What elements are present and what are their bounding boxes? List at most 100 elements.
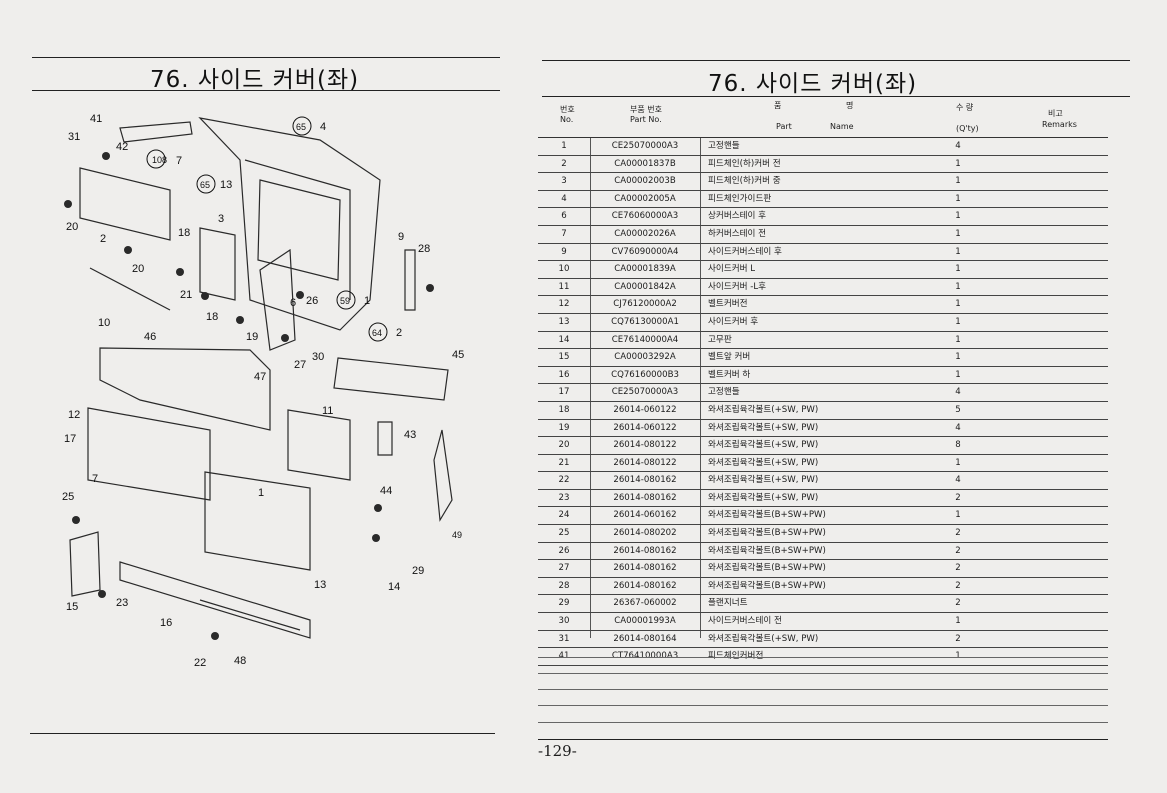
row-quantity: 1 xyxy=(955,299,961,310)
row-part-name: 사이드커버 -L후 xyxy=(708,281,767,292)
row-quantity: 1 xyxy=(955,352,961,363)
header-no-ko: 번호 xyxy=(560,105,575,114)
part-10-cover xyxy=(99,347,271,431)
part-6-stay xyxy=(259,248,296,351)
part-49-plate xyxy=(433,429,453,522)
nut-29 xyxy=(372,534,380,542)
frame-inner-line xyxy=(244,159,351,300)
row-number: 22 xyxy=(558,475,570,486)
bolt-18 xyxy=(201,292,209,300)
part-11-cover xyxy=(287,409,351,481)
diagram-svg: 41 31 42 108 7 65 4 65 13 20 2 3 18 20 9… xyxy=(62,113,464,669)
row-number: 12 xyxy=(558,299,570,310)
callout-30: 30 xyxy=(312,351,324,363)
callout-46: 46 xyxy=(144,331,156,343)
row-part-number: 26014-080162 xyxy=(613,475,677,486)
row-part-name: 사이드커버 L xyxy=(708,264,756,275)
footer-rule-left xyxy=(30,733,495,734)
row-number: 2 xyxy=(561,158,567,169)
row-part-name: 와셔조립육각볼트(B+SW+PW) xyxy=(708,563,826,574)
page-number: -129- xyxy=(538,742,577,760)
row-number: 3 xyxy=(561,176,567,187)
callout-3: 3 xyxy=(218,213,224,225)
row-quantity: 4 xyxy=(955,387,961,398)
bolt-25 xyxy=(72,516,80,524)
callout-15: 15 xyxy=(66,601,78,613)
row-part-name: 와셔조립육각볼트(+SW, PW) xyxy=(708,404,819,415)
blank-row-line xyxy=(538,705,1108,706)
blank-row-line xyxy=(538,657,1108,658)
title-rule-top xyxy=(542,60,1130,61)
row-quantity: 2 xyxy=(955,545,961,556)
row-quantity: 1 xyxy=(955,369,961,380)
callout-18a: 18 xyxy=(178,227,190,239)
bolt-19 xyxy=(236,316,244,324)
row-number: 15 xyxy=(558,352,570,363)
header-rem-ko: 비고 xyxy=(1048,109,1063,118)
callout-4: 4 xyxy=(320,121,326,133)
row-quantity: 1 xyxy=(955,457,961,468)
row-part-name: 상커버스테이 후 xyxy=(708,211,767,222)
callout-45: 45 xyxy=(452,349,464,361)
row-quantity: 1 xyxy=(955,510,961,521)
row-number: 28 xyxy=(558,580,570,591)
callout-44: 44 xyxy=(380,485,392,497)
callout-43: 43 xyxy=(404,429,416,441)
row-part-name: 와셔조립육각볼트(+SW, PW) xyxy=(708,457,819,468)
row-part-number: 26014-080202 xyxy=(613,528,677,539)
row-number: 20 xyxy=(558,440,570,451)
row-part-name: 사이드커버스테이 전 xyxy=(708,616,782,627)
row-part-number: CE76060000A3 xyxy=(611,211,679,222)
row-number: 41 xyxy=(538,648,590,665)
left-page: 76. 사이드 커버(좌) xyxy=(0,0,520,793)
title-rule-bottom xyxy=(542,96,1130,97)
circle-65b xyxy=(196,174,216,194)
row-part-name: 와셔조립육각볼트(B+SW+PW) xyxy=(708,580,826,591)
row-quantity: 2 xyxy=(955,563,961,574)
callout-1a: 1 xyxy=(364,295,370,307)
header-qty-en: (Q'ty) xyxy=(956,124,979,133)
row-number: 1 xyxy=(561,141,567,151)
part-2-cover xyxy=(79,167,171,241)
callout-42: 42 xyxy=(116,141,128,153)
row-part-name: 사이드커버 후 xyxy=(708,316,759,327)
row-part-number: 26014-080162 xyxy=(613,545,677,556)
header-no-en: No. xyxy=(560,115,574,124)
callout-64: 64 xyxy=(372,328,382,338)
bolt-27 xyxy=(281,334,289,342)
callout-47: 47 xyxy=(254,371,266,383)
row-part-number: CE25070000A3 xyxy=(611,387,679,398)
callout-25: 25 xyxy=(62,491,74,503)
row-part-name: 피드체인(하)커버 중 xyxy=(708,176,781,187)
row-quantity: 1 xyxy=(955,264,961,275)
blank-row-line xyxy=(538,673,1108,674)
row-number: 14 xyxy=(558,334,570,345)
row-quantity: 1 xyxy=(955,158,961,169)
row-number: 31 xyxy=(558,633,570,644)
row-number: 6 xyxy=(561,211,567,222)
row-part-name: 와셔조립육각볼트(+SW, PW) xyxy=(708,440,819,451)
row-part-name: 고정핸들 xyxy=(708,387,740,398)
bolt-28 xyxy=(426,284,434,292)
row-number: 29 xyxy=(558,598,570,609)
col-divider-1 xyxy=(590,138,591,638)
row-part-name: 벨트앞 커버 xyxy=(708,352,751,363)
callout-31: 31 xyxy=(68,131,80,143)
part-16-cover xyxy=(119,561,311,639)
